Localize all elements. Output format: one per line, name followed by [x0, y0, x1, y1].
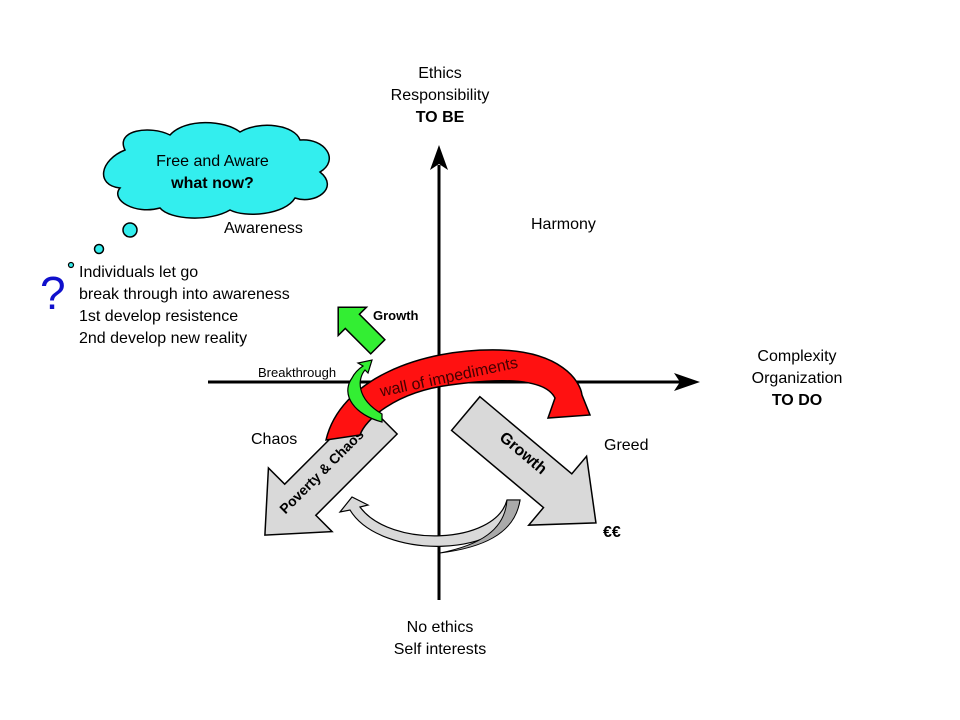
growth-up-label: Growth — [373, 308, 419, 323]
cloud-line1: Free and Aware — [156, 153, 269, 170]
note-item: Individuals let go — [79, 264, 199, 281]
quadrant-greed: Greed — [604, 437, 649, 454]
axis-label-right: Complexity Organization TO DO — [732, 346, 862, 412]
thought-bubble-medium — [93, 243, 105, 255]
axis-right-line1: Complexity — [757, 348, 837, 365]
breakthrough-arrow — [347, 359, 383, 423]
vertical-axis-arrowhead — [430, 145, 448, 170]
notes-list: Individuals let go break through into aw… — [79, 262, 290, 350]
axis-label-bottom: No ethics Self interests — [370, 617, 510, 661]
thought-cloud — [102, 121, 330, 219]
axis-right-line3: TO DO — [771, 392, 823, 409]
money-label: €€ — [603, 524, 621, 541]
axis-right-line2: Organization — [751, 370, 843, 387]
growth-down-arrow — [450, 395, 597, 526]
quadrant-awareness: Awareness — [224, 220, 303, 237]
quadrant-chaos: Chaos — [251, 431, 298, 448]
axis-label-top: Ethics Responsibility TO BE — [370, 63, 510, 129]
wall-of-impediments-arrow — [325, 349, 592, 441]
quadrant-harmony: Harmony — [531, 216, 596, 233]
growth-up-arrow — [337, 306, 386, 355]
axis-bottom-line2: Self interests — [393, 641, 487, 658]
cycle-arc-shade — [439, 499, 521, 554]
breakthrough-label: Breakthrough — [258, 365, 337, 380]
thought-bubble-small — [67, 261, 75, 269]
note-item: 2nd develop new reality — [79, 330, 248, 347]
question-mark-icon: ? — [40, 267, 66, 319]
note-item: 1st develop resistence — [79, 308, 239, 325]
axis-top-line2: Responsibility — [390, 87, 490, 104]
axis-bottom-line1: No ethics — [406, 619, 474, 636]
note-item: break through into awareness — [79, 286, 290, 303]
thought-bubble-large — [122, 222, 138, 238]
cycle-arc-arrow — [338, 496, 521, 547]
axis-top-line3: TO BE — [415, 109, 465, 126]
cloud-text: Free and Aware what now? — [130, 151, 295, 195]
axis-top-line1: Ethics — [418, 65, 462, 82]
cloud-line2: what now? — [171, 175, 254, 192]
horizontal-axis-arrowhead — [674, 373, 700, 391]
